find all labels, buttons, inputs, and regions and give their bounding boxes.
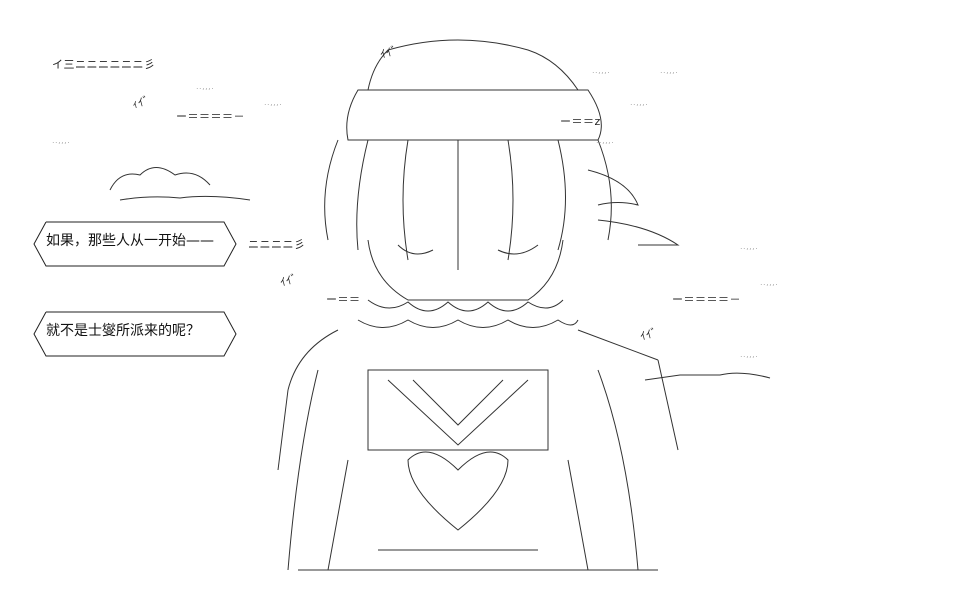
decoration-right-sketch: [644, 372, 771, 381]
faint-mark: ..,,,.: [52, 136, 71, 145]
sfx-lower-left: ー＝＝: [326, 293, 361, 306]
sfx-kana-1: ｨｲﾞ: [130, 93, 152, 112]
bubble-frame: [33, 221, 237, 267]
character-figure: [258, 30, 698, 575]
faint-mark: ..,,,.: [740, 242, 759, 251]
character-line-art: [277, 39, 680, 571]
faint-mark: ..,,,.: [630, 98, 649, 107]
faint-mark: ..,,,.: [196, 82, 215, 91]
sfx-mid-left-2: ニニニニ彡: [248, 238, 306, 251]
speech-bubble-1: 如果，那些人从一开始——: [32, 220, 238, 267]
bubble-frame: [33, 311, 237, 357]
faint-mark: ..,,,.: [760, 278, 779, 287]
decoration-left-sketch: [109, 167, 251, 201]
faint-mark: ..,,,.: [592, 66, 611, 75]
faint-mark: ..,,,.: [596, 136, 615, 145]
speech-bubble-2: 就不是士燮所派来的呢？: [32, 310, 238, 357]
sfx-top-left: イ三ニニニニニニ彡: [52, 58, 156, 71]
sfx-right-2: ー＝＝z: [560, 115, 601, 128]
faint-mark: ..,,,.: [740, 350, 759, 359]
sfx-right-1: ー＝＝＝＝－: [672, 293, 741, 306]
speech-line-2: 就不是士燮所派来的呢？: [46, 323, 200, 339]
faint-mark: ..,,,.: [264, 98, 283, 107]
sfx-mid-left-1: ー＝＝＝＝－: [176, 110, 245, 123]
speech-line-1: 如果，那些人从一开始——: [46, 233, 214, 249]
faint-mark: ..,,,.: [660, 66, 679, 75]
